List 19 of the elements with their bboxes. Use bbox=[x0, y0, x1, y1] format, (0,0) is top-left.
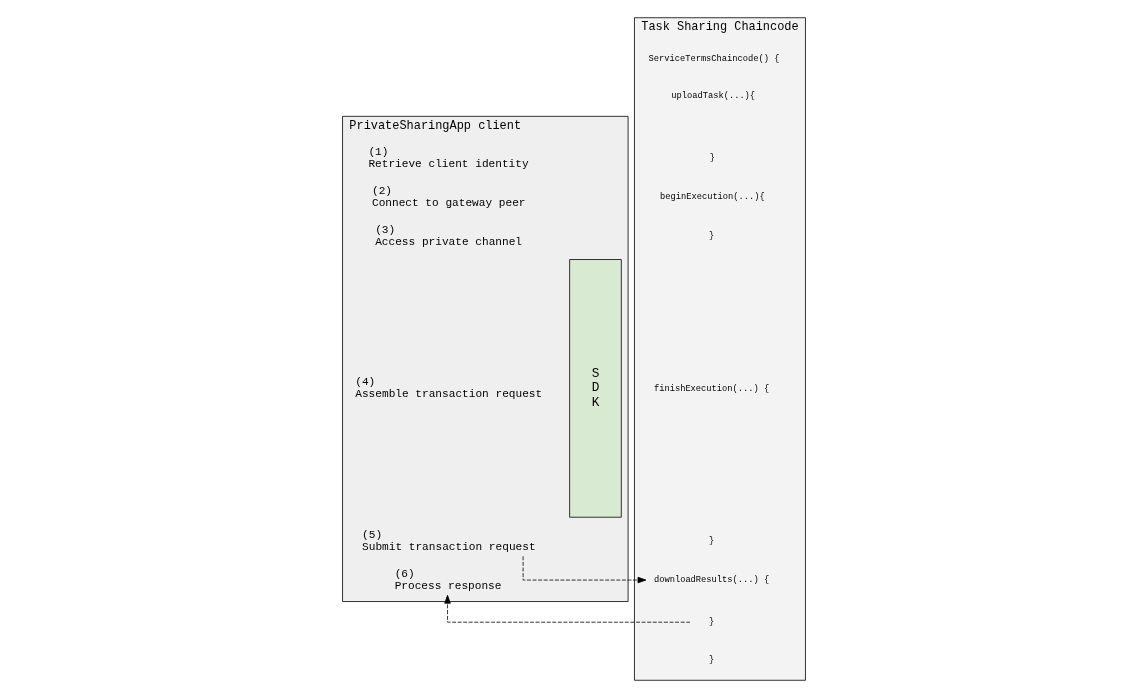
node-text: } bbox=[708, 230, 714, 241]
node-text: } bbox=[708, 536, 714, 547]
node-text: beginExecution(...){ bbox=[659, 191, 765, 202]
node-text: (6) Process response bbox=[394, 568, 501, 592]
node-text: (2) Connect to gateway peer bbox=[371, 184, 526, 209]
arrow bbox=[522, 555, 646, 584]
arrow bbox=[443, 594, 690, 623]
node-text: } bbox=[708, 654, 714, 665]
node-text: uploadTask(...){ bbox=[670, 90, 755, 101]
node-text: (3) Access private channel bbox=[374, 223, 522, 248]
node-text: ServiceTermsChaincode() { bbox=[647, 53, 780, 64]
node-text: (5) Submit transaction request bbox=[361, 529, 536, 553]
node-text: downloadResults(...) { bbox=[653, 575, 769, 586]
node-box: S D K bbox=[568, 259, 622, 518]
node-text: (1) Retrieve client identity bbox=[367, 145, 529, 170]
node-text: (4) Assemble transaction request bbox=[354, 376, 542, 401]
node-text: } bbox=[708, 617, 714, 628]
node-text: } bbox=[709, 152, 715, 163]
node-text: finishExecution(...) { bbox=[653, 383, 769, 394]
